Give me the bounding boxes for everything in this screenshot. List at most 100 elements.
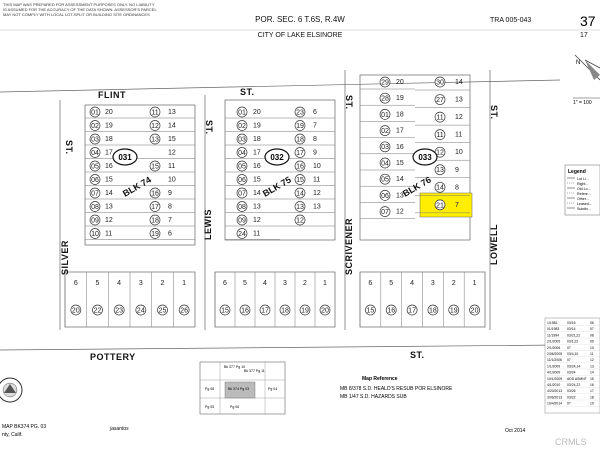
svg-text:17: 17 xyxy=(408,307,416,314)
map-reference: Map Reference MB 8/378 S.D. HEALD'S RESU… xyxy=(340,376,453,400)
parcel-circle[interactable]: 11 xyxy=(434,111,446,123)
legend-item: Other... xyxy=(567,197,589,201)
parcel-circle[interactable]: 12 xyxy=(294,214,306,226)
parcel-circle[interactable]: 20 xyxy=(469,304,480,316)
parcel-circle[interactable]: 04 xyxy=(236,147,248,158)
street-scrivener: SCRIVENER xyxy=(344,218,354,275)
parcel-circle[interactable]: 27 xyxy=(434,94,446,105)
parcel-circle[interactable]: 15 xyxy=(219,304,231,316)
parcel-circle[interactable]: 15 xyxy=(149,160,161,172)
parcel-circle[interactable]: 25 xyxy=(157,304,168,316)
parcel-circle[interactable]: 16 xyxy=(149,187,161,199)
parcel-circle[interactable]: 19 xyxy=(149,228,161,239)
north-arrow-icon: N xyxy=(574,54,600,81)
svg-text:MB 1/47 S.D. HAZARDS SUB: MB 1/47 S.D. HAZARDS SUB xyxy=(340,394,407,400)
parcel-circle[interactable]: 20 xyxy=(70,304,82,316)
parcel-circle[interactable]: 15 xyxy=(294,174,306,185)
svg-text:08: 08 xyxy=(91,204,99,211)
lot-number: 2 xyxy=(161,280,165,287)
parcel-circle[interactable]: 03 xyxy=(89,133,101,145)
parcel-circle[interactable]: 17 xyxy=(149,201,161,212)
parcel-circle[interactable]: 13 xyxy=(294,201,306,212)
parcel-circle[interactable]: 06 xyxy=(379,190,391,201)
highlighted-parcel[interactable] xyxy=(419,192,473,218)
parcel-circle[interactable]: 11 xyxy=(434,129,446,140)
parcel-circle[interactable]: 01 xyxy=(89,106,101,118)
parcel-circle[interactable]: 04 xyxy=(89,147,101,158)
parcel-circle[interactable]: 18 xyxy=(279,304,291,316)
parcel-circle[interactable]: 05 xyxy=(379,173,391,185)
parcel-circle[interactable]: 08 xyxy=(236,201,248,212)
parcel-circle[interactable]: 17 xyxy=(406,304,418,316)
svg-text:19: 19 xyxy=(296,123,304,130)
parcel-circle[interactable]: 12 xyxy=(149,120,161,131)
parcel-circle[interactable]: 23 xyxy=(113,304,125,316)
parcel-circle[interactable]: 29 xyxy=(379,76,391,88)
parcel-circle[interactable]: 09 xyxy=(236,214,248,226)
parcel-circle[interactable]: 14 xyxy=(434,181,446,193)
lot-number: 14 xyxy=(168,123,176,130)
svg-text:17: 17 xyxy=(151,204,159,211)
parcel-circle[interactable]: 06 xyxy=(236,174,248,185)
parcel-circle[interactable]: 08 xyxy=(89,201,101,212)
parcel-circle[interactable]: 15 xyxy=(365,304,376,316)
parcel-circle[interactable]: 02 xyxy=(89,120,101,131)
parcel-circle[interactable]: 14 xyxy=(294,187,306,199)
parcel-circle[interactable]: 19 xyxy=(448,304,460,316)
parcel-circle[interactable]: 20 xyxy=(319,304,331,316)
parcel-circle[interactable]: 11 xyxy=(149,106,161,118)
parcel-circle[interactable]: 10 xyxy=(89,228,101,239)
parcel-circle[interactable]: 24 xyxy=(135,304,147,316)
svg-text:18: 18 xyxy=(151,217,159,224)
parcel-circle[interactable]: 18 xyxy=(149,214,161,226)
parcel-circle[interactable]: 06 xyxy=(89,174,101,185)
parcel-circle[interactable]: 07 xyxy=(236,187,248,199)
parcel-circle[interactable]: 17 xyxy=(294,147,306,158)
parcel-circle[interactable]: 13 xyxy=(149,133,161,145)
parcel-circle[interactable]: 19 xyxy=(294,120,306,131)
parcel-circle[interactable]: 01 xyxy=(236,106,248,118)
book-oval-032: 032 xyxy=(264,148,290,166)
parcel-circle[interactable]: 02 xyxy=(379,125,391,136)
parcel-circle[interactable]: 01 xyxy=(379,109,391,120)
parcel-circle[interactable]: 18 xyxy=(427,304,439,316)
parcel-circle[interactable]: 17 xyxy=(259,304,271,316)
parcel-circle[interactable]: 03 xyxy=(236,133,248,145)
parcel-circle[interactable]: 16 xyxy=(239,304,251,316)
county-seal-icon xyxy=(0,377,23,403)
parcel-circle[interactable]: 19 xyxy=(299,304,311,316)
svg-text:03/24,22: 03/24,22 xyxy=(567,383,580,387)
parcel-circle[interactable]: 04 xyxy=(379,157,391,169)
lot-number: 17 xyxy=(105,150,113,157)
lot-number: 16 xyxy=(253,163,261,170)
parcel-circle[interactable]: 03 xyxy=(379,141,391,153)
parcel-circle[interactable]: 30 xyxy=(434,76,446,88)
lot-number: 13 xyxy=(253,204,261,211)
lot-number: 15 xyxy=(105,177,113,184)
block-74-label: BLK 74 xyxy=(121,175,153,199)
parcel-circle[interactable]: 21 xyxy=(434,199,446,211)
parcel-circle[interactable]: 22 xyxy=(92,304,103,316)
svg-text:16: 16 xyxy=(241,307,249,314)
parcel-circle[interactable]: 16 xyxy=(385,304,397,316)
parcel-circle[interactable]: 24 xyxy=(236,228,248,239)
parcel-circle[interactable]: 26 xyxy=(178,304,190,316)
parcel-circle[interactable]: 05 xyxy=(89,160,101,172)
svg-text:032: 032 xyxy=(270,153,284,162)
parcel-circle[interactable]: 28 xyxy=(379,92,391,104)
svg-text:03/24: 03/24 xyxy=(567,371,576,375)
parcel-circle[interactable]: 02 xyxy=(236,120,248,131)
parcel-circle[interactable]: 18 xyxy=(294,133,306,145)
lot-number: 11 xyxy=(105,231,112,238)
parcel-circle[interactable]: 09 xyxy=(89,214,101,226)
svg-text:2/1/2005: 2/1/2005 xyxy=(547,340,560,344)
parcel-circle[interactable]: 13 xyxy=(434,164,446,176)
parcel-circle[interactable]: 16 xyxy=(294,160,306,172)
parcel-circle[interactable]: 07 xyxy=(89,187,101,199)
parcel-circle[interactable]: 05 xyxy=(236,160,248,172)
parcel-circle[interactable]: 07 xyxy=(379,206,391,217)
parcel-circle[interactable]: 23 xyxy=(294,106,306,118)
